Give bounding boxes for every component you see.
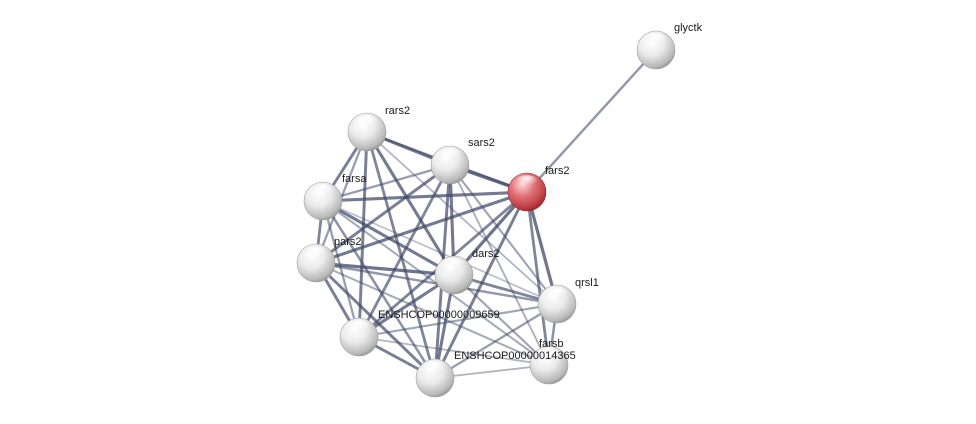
edge-qrsl1-ensh9659 [357,302,559,339]
edge-farsb-ensh9659 [358,336,550,366]
node-glyctk[interactable]: glyctk [636,22,703,70]
node-highlight-gloss [304,246,328,261]
edge-fars2-glyctk [525,48,658,194]
node-qrsl1[interactable]: qrsl1 [537,277,599,324]
edge-farsa-ensh14365 [321,199,437,380]
node-highlight-gloss [442,258,466,273]
nodes-layer: glyctk rars2 sars2 fars2 farsa pars2 dars2 qrsl… [296,22,703,398]
edge-farsa-fars2 [321,190,529,203]
edge-pars2-fars2 [314,190,529,265]
edge-fars2-ensh14365 [433,190,529,380]
node-highlight-gloss [545,287,569,302]
node-farsa[interactable]: farsa [303,173,367,221]
node-dars2[interactable]: dars2 [434,248,500,295]
edge-pars2-ensh14365 [314,261,437,380]
node-label: pars2 [334,236,362,248]
node-pars2[interactable]: pars2 [296,236,362,283]
node-highlight-gloss [438,148,462,163]
node-rars2[interactable]: rars2 [347,105,410,152]
node-label: ENSHCOP00000009659 [378,309,500,321]
node-label: farsa [342,173,367,185]
node-label: sars2 [468,137,495,149]
edge-qrsl1-ensh14365 [433,302,559,380]
edge-sars2-pars2 [314,163,452,265]
edge-rars2-dars2 [365,130,456,277]
edge-farsa-qrsl1 [322,200,558,305]
node-label: glyctk [674,22,703,34]
node-highlight-gloss [537,348,561,363]
node-highlight-gloss [644,33,668,48]
node-label: dars2 [472,248,500,260]
edges-layer [314,48,658,380]
node-ensh9659[interactable]: ENSHCOP00000009659 [339,309,500,357]
node-fars2[interactable]: fars2 [507,165,569,212]
node-label: fars2 [545,165,569,177]
edge-rars2-qrsl1 [366,131,558,305]
node-highlight-gloss [347,320,371,335]
edge-fars2-farsb [525,190,551,367]
node-label: rars2 [385,105,410,117]
edge-farsa-ensh9659 [321,199,361,339]
edge-sars2-farsa [321,163,452,203]
edge-sars2-farsb [449,164,550,366]
node-label: ENSHCOP00000014365 [454,350,576,362]
node-highlight-gloss [423,361,447,376]
node-sars2[interactable]: sars2 [430,137,495,185]
edge-pars2-qrsl1 [314,261,559,306]
node-highlight-gloss [515,175,539,190]
edge-pars2-farsb [314,261,551,367]
edge-dars2-farsb [452,273,551,367]
edge-fars2-qrsl1 [525,190,559,306]
node-label: qrsl1 [575,277,599,289]
node-highlight-gloss [355,115,379,130]
node-highlight-gloss [311,184,335,199]
edge-rars2-ensh9659 [357,130,369,339]
node-ensh14365[interactable]: ENSHCOP00000014365 [415,350,576,398]
edge-sars2-ensh9659 [357,163,452,339]
node-farsb[interactable]: farsb [529,338,569,385]
node-label: farsb [539,338,563,350]
